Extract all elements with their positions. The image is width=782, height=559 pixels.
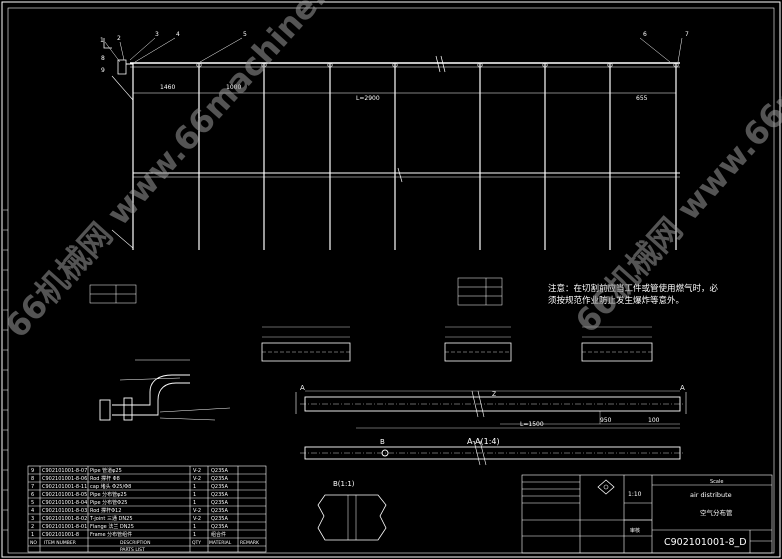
row-1-desc: Frame 分布管组件 bbox=[90, 531, 132, 538]
row-5-qty: 1 bbox=[193, 500, 196, 506]
row-4-qty: V-2 bbox=[193, 508, 201, 514]
row-1-item: C902101001-8 bbox=[42, 532, 79, 538]
dim-1500: L=1500 bbox=[520, 421, 544, 428]
hdr-no: NO bbox=[30, 540, 37, 546]
callout-5: 5 bbox=[243, 31, 247, 38]
hdr-item: ITEM NUMBER bbox=[44, 540, 76, 546]
parts-list-footer: PARTS LIST bbox=[120, 547, 145, 553]
detail-b-title: B(1:1) bbox=[333, 480, 355, 488]
row-7-qty: 1 bbox=[193, 484, 196, 490]
dim-655: 655 bbox=[636, 95, 648, 102]
section-aa-view bbox=[300, 440, 685, 466]
row-3-qty: V-2 bbox=[193, 516, 201, 522]
row-1-mat: 组合件 bbox=[211, 531, 226, 538]
long-pipe-view bbox=[295, 390, 687, 429]
hdr-desc: DESCRIPTION bbox=[120, 540, 150, 546]
row-7-mat: Q235A bbox=[211, 484, 228, 490]
parts-list bbox=[27, 465, 267, 553]
row-4-item: C902101001-8-03 bbox=[42, 508, 87, 514]
scale-value: 1:10 bbox=[628, 491, 642, 498]
hdr-qty: QTY bbox=[192, 540, 201, 546]
project-name: air distribute bbox=[690, 491, 732, 499]
note-line-2: 须按规范作业防止发生爆炸等意外。 bbox=[548, 295, 684, 306]
row-8-item: C902101001-8-06 bbox=[42, 476, 87, 482]
row-7-item: C902101001-8-11 bbox=[42, 484, 87, 490]
row-9-qty: V-2 bbox=[193, 468, 201, 474]
dim-1000: 1000 bbox=[226, 84, 241, 91]
hdr-mat: MATERIAL bbox=[209, 540, 232, 546]
drawing-number: C902101001-8_D bbox=[664, 537, 747, 548]
row-8-qty: V-2 bbox=[193, 476, 201, 482]
row-1-qty: 1 bbox=[193, 532, 196, 538]
callout-3: 3 bbox=[155, 31, 159, 38]
row-8-no: 8 bbox=[31, 476, 34, 482]
row-5-no: 5 bbox=[31, 500, 34, 506]
row-4-no: 4 bbox=[31, 508, 34, 514]
scale-label: Scale bbox=[710, 479, 723, 485]
left-margin-ticks bbox=[3, 209, 8, 531]
section-detail-1 bbox=[261, 326, 351, 362]
row-4-desc: Rod 撑杆Φ12 bbox=[90, 507, 121, 514]
row-2-no: 2 bbox=[31, 524, 34, 530]
section-a-right: A bbox=[680, 384, 685, 392]
row-2-item: C902101001-8-01 bbox=[42, 524, 87, 530]
small-table-mid bbox=[457, 277, 503, 306]
row-1-no: 1 bbox=[31, 532, 34, 538]
row-9-desc: Pipe 管道φ25 bbox=[90, 467, 122, 474]
row-4-mat: Q235A bbox=[211, 508, 228, 514]
frame-view: 1460 1000 L=2900 655 1 2 3 4 5 6 7 8 9 bbox=[100, 31, 689, 250]
row-6-item: C902101001-8-05 bbox=[42, 492, 87, 498]
section-aa-title: A-A(1:4) bbox=[467, 437, 500, 446]
row-6-qty: 1 bbox=[193, 492, 196, 498]
row-2-qty: 1 bbox=[193, 524, 196, 530]
row-3-item: C902101001-8-02 bbox=[42, 516, 87, 522]
hdr-remark: REMARK bbox=[240, 540, 260, 546]
title-block bbox=[521, 474, 773, 554]
callout-1: 1 bbox=[100, 37, 104, 44]
section-detail-3 bbox=[581, 326, 653, 362]
row-9-mat: Q235A bbox=[211, 468, 228, 474]
row-6-desc: Pipe 分布管φ25 bbox=[90, 491, 127, 498]
note-line-1: 注意：在切割前应当工件或管使用燃气时，必 bbox=[548, 283, 719, 294]
dim-1460: 1460 bbox=[160, 84, 175, 91]
small-table-left bbox=[89, 284, 137, 304]
row-3-mat: Q235A bbox=[211, 516, 228, 522]
callout-6: 6 bbox=[643, 31, 647, 38]
callout-9: 9 bbox=[101, 67, 105, 74]
sheet-name-cn: 空气分布管 bbox=[700, 508, 733, 517]
checked-label: 审核 bbox=[630, 527, 640, 534]
row-7-desc: cap 堵头 Φ25/Φ8 bbox=[90, 483, 131, 490]
dim-100: 100 bbox=[648, 417, 660, 424]
row-6-no: 6 bbox=[31, 492, 34, 498]
detail-b-view bbox=[317, 494, 387, 541]
row-7-no: 7 bbox=[31, 484, 34, 490]
section-z: Z bbox=[492, 391, 496, 398]
row-8-mat: Q235A bbox=[211, 476, 228, 482]
row-5-desc: Pipe 分布管Φ25 bbox=[90, 499, 127, 506]
parts-list-text: 9 C902101001-8-07 Pipe 管道φ25 V-2 Q235A 8… bbox=[30, 467, 260, 553]
row-3-no: 3 bbox=[31, 516, 34, 522]
row-6-mat: Q235A bbox=[211, 492, 228, 498]
section-detail-2 bbox=[444, 326, 512, 362]
section-b-mark: B bbox=[380, 438, 385, 446]
callout-4: 4 bbox=[176, 31, 180, 38]
row-3-desc: T-joint 三通 DN25 bbox=[89, 515, 133, 522]
row-2-mat: Q235A bbox=[211, 524, 228, 530]
row-5-mat: Q235A bbox=[211, 500, 228, 506]
callout-8: 8 bbox=[101, 55, 105, 62]
row-2-desc: Flange 法兰 DN25 bbox=[90, 523, 134, 530]
elbow-detail bbox=[99, 359, 231, 421]
inner-border bbox=[7, 7, 775, 554]
callout-2: 2 bbox=[117, 35, 121, 42]
row-9-no: 9 bbox=[31, 468, 34, 474]
row-8-desc: Rod 撑杆 Φ8 bbox=[90, 475, 120, 482]
callout-7: 7 bbox=[685, 31, 689, 38]
row-9-item: C902101001-8-07 bbox=[42, 468, 87, 474]
section-a-left: A bbox=[300, 384, 305, 392]
row-5-item: C902101001-8-04 bbox=[42, 500, 87, 506]
dim-950: 950 bbox=[600, 417, 612, 424]
dim-length: L=2900 bbox=[356, 95, 380, 102]
